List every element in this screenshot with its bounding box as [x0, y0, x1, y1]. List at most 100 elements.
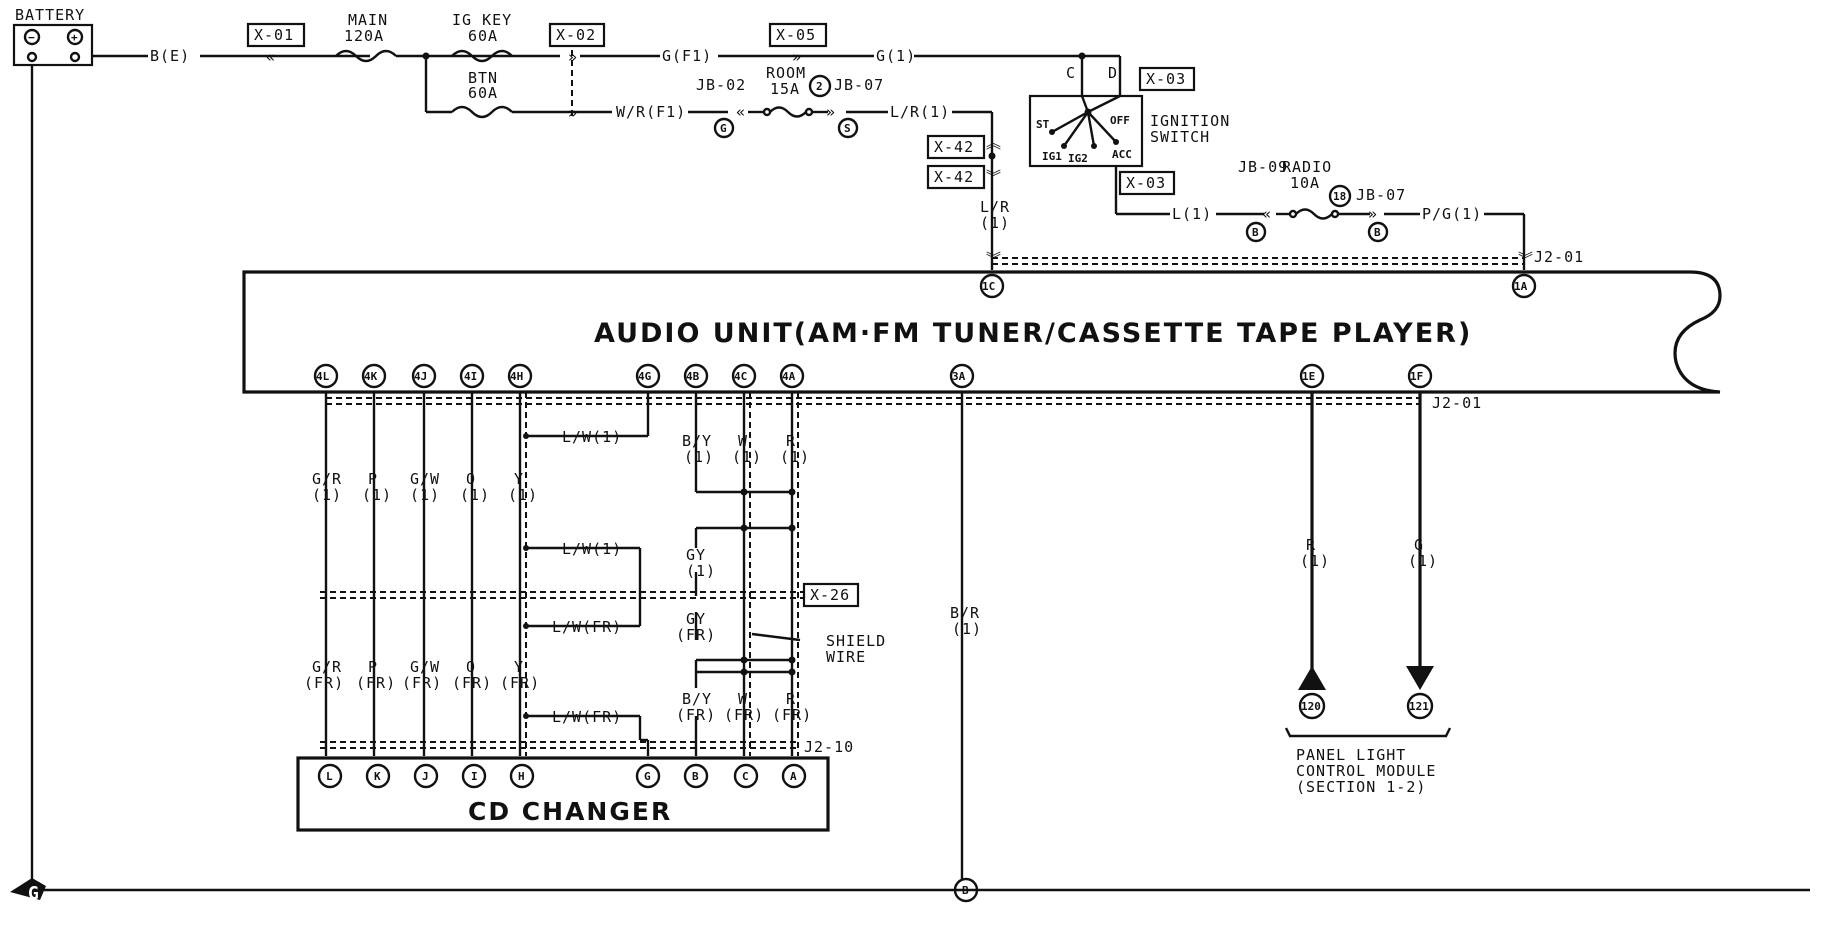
pin-1f: 1F — [1410, 370, 1423, 383]
junction-jb-02: JB-02 — [696, 76, 746, 94]
pin-4j: 4J — [414, 370, 427, 383]
element — [731, 363, 757, 389]
ignition-terminal-d: D — [1108, 64, 1118, 82]
cd-pin-i: I — [471, 770, 478, 783]
panel-module-line-2: CONTROL MODULE — [1296, 762, 1436, 780]
wire-label-p-g-1: P/G(1) — [1422, 205, 1482, 223]
panel-module-line-1: PANEL LIGHT — [1296, 746, 1406, 764]
wire-g-r-fr: G/R — [312, 658, 342, 676]
pin-120-label: 120 — [1301, 700, 1321, 713]
cd-pin-b: B — [692, 770, 699, 783]
connector-x-05-label: X-05 — [776, 26, 816, 44]
element — [411, 363, 437, 389]
element — [762, 107, 772, 117]
connector-x-42-b — [926, 164, 986, 190]
fuse-ig-key-name: IG KEY — [452, 11, 512, 29]
battery-positive-sign: + — [71, 31, 78, 44]
ignition-switch-title-1: IGNITION — [1150, 112, 1230, 130]
element — [740, 488, 748, 496]
fuse-radio-name: RADIO — [1282, 158, 1332, 176]
element — [461, 763, 487, 789]
connector-arrow: « — [266, 48, 276, 66]
fuse-ig-key-icon — [451, 49, 513, 63]
element — [1080, 95, 1090, 113]
pin-circle-b-2 — [1367, 221, 1389, 243]
element — [788, 656, 796, 664]
battery-label: BATTERY — [15, 6, 85, 24]
wire-w-1: W — [738, 432, 748, 450]
terminal-dot — [26, 51, 38, 63]
element: (FR) — [724, 706, 764, 724]
element: (1) — [410, 486, 440, 504]
element: (1) — [362, 486, 392, 504]
wire-label-l-1: L(1) — [1172, 205, 1212, 223]
fuse-room-number: 2 — [816, 80, 823, 93]
wire-g-r-1: G/R — [312, 470, 342, 488]
wire-label-l-r-n: (1) — [980, 214, 1010, 232]
element: » — [568, 48, 578, 66]
element — [1511, 273, 1537, 299]
element: (1) — [508, 486, 538, 504]
fuse-room-number-circle — [808, 74, 832, 98]
connector-x-03-a-label: X-03 — [1146, 70, 1186, 88]
wire-label-l-r-1: L/R(1) — [890, 103, 950, 121]
wire-l-w-1-b: L/W(1) — [562, 540, 622, 558]
wire-p-1: P — [368, 470, 378, 488]
element — [361, 363, 387, 389]
element — [683, 763, 709, 789]
panel-module-line-3: (SECTION 1-2) — [1296, 778, 1426, 796]
connector-x-02 — [548, 22, 606, 48]
pin-1a: 1A — [1514, 280, 1528, 293]
wire-b-y-fr: B/Y — [682, 690, 712, 708]
pin-circle-b-1 — [1245, 221, 1267, 243]
wire-l-w-fr-a: L/W(FR) — [552, 618, 622, 636]
panel-module-bracket — [1284, 727, 1452, 738]
wire-l-w-1-a: L/W(1) — [562, 428, 622, 446]
audio-unit-title: AUDIO UNIT(AM·FM TUNER/CASSETTE TAPE PLA… — [594, 318, 1472, 349]
cd-pin-h: H — [518, 770, 525, 783]
pin-4b: 4B — [686, 370, 700, 383]
wire-g-1f-label: G — [1414, 536, 1424, 554]
pin-label-s: S — [844, 122, 851, 135]
junction-jb-07-a: JB-07 — [834, 76, 884, 94]
element — [1049, 129, 1055, 135]
fuse-radio-number-circle — [1328, 184, 1352, 208]
ignition-terminal-c: C — [1066, 64, 1076, 82]
cd-pin-a: A — [790, 770, 797, 783]
ignition-ig1-label: IG1 — [1042, 150, 1062, 163]
battery-positive-terminal — [66, 28, 84, 46]
junction-jb-09: JB-09 — [1238, 158, 1288, 176]
wire-gy-fr: GY — [686, 610, 706, 628]
element — [523, 545, 529, 551]
element: » — [568, 104, 578, 122]
element — [949, 363, 975, 389]
cd-changer-harness — [320, 392, 804, 756]
element: » — [792, 48, 802, 66]
arrow-down-icon — [1406, 666, 1434, 690]
element: ︽ — [986, 134, 1002, 152]
wire-label-l-r: L/R — [980, 198, 1010, 216]
element — [523, 433, 529, 439]
wire-label-b-e: B(E) — [150, 47, 190, 65]
element — [313, 363, 339, 389]
element: ︾ — [1518, 250, 1534, 268]
connector-x-03-b — [1118, 170, 1176, 196]
element — [635, 363, 661, 389]
element: (FR) — [676, 626, 716, 644]
battery-negative-terminal — [23, 28, 41, 46]
element — [1407, 363, 1433, 389]
element — [740, 668, 748, 676]
element: (FR) — [356, 674, 396, 692]
element — [1330, 209, 1340, 219]
ignition-contact-st — [1051, 110, 1089, 134]
element — [523, 623, 529, 629]
element: (FR) — [402, 674, 442, 692]
arrow-up-icon — [1298, 666, 1326, 690]
audio-unit-box — [242, 270, 1722, 394]
element: (FR) — [452, 674, 492, 692]
fuse-room-rating: 15A — [770, 80, 800, 98]
element: « — [1262, 205, 1272, 223]
cd-changer-pins: L K J I H G B C A — [317, 763, 807, 789]
pin-circle-s — [837, 117, 859, 139]
pin-1c: 1C — [982, 280, 995, 293]
